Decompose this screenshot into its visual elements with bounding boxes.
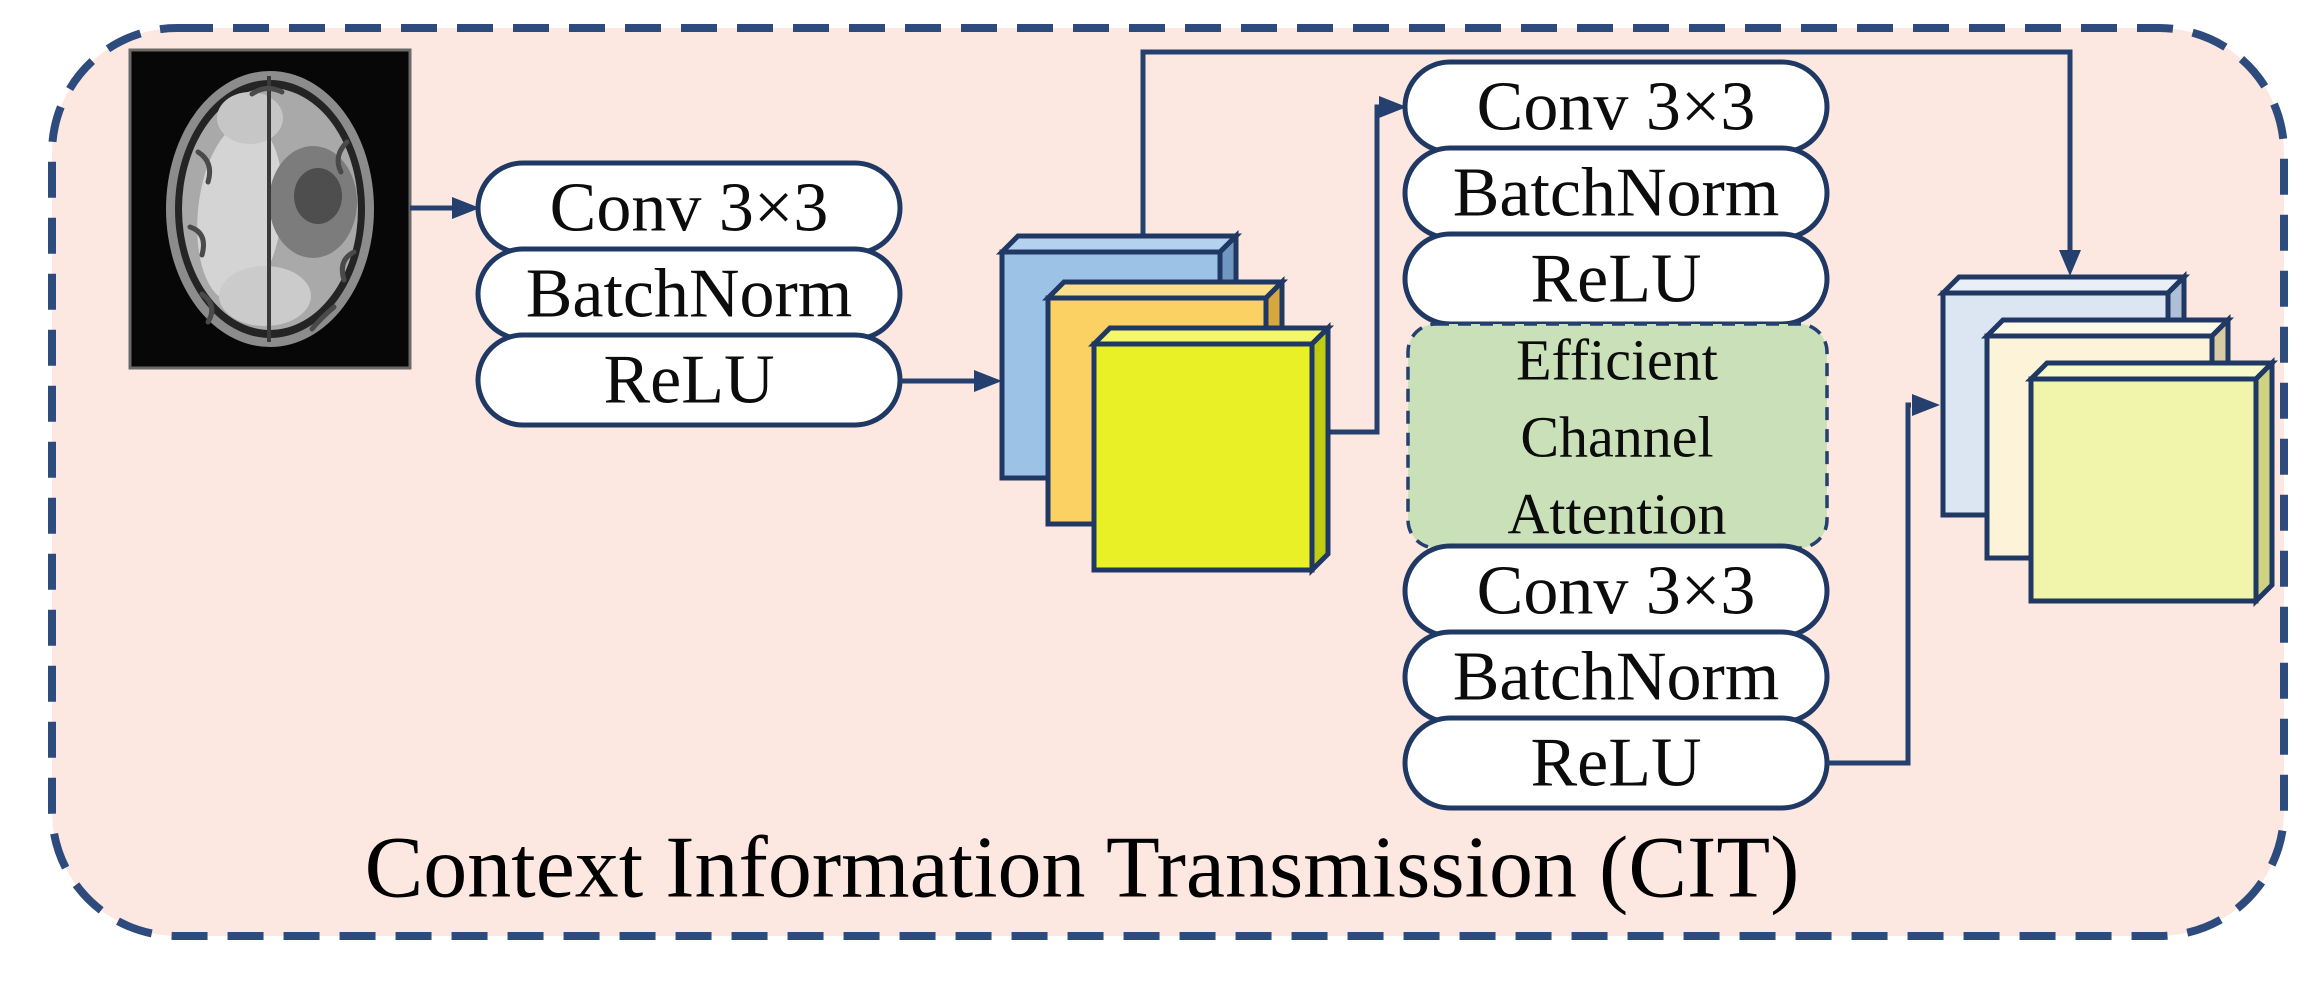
arrow-conv1-to-featuremap1 (900, 370, 1002, 392)
feature-map-stack-2 (1936, 270, 2279, 608)
featuremap1-to-conv2-connector (1312, 96, 1407, 435)
brain-lesion-core (294, 168, 342, 224)
pill-conv1-conv-label: Conv 3×3 (550, 170, 829, 247)
brain-white-matter-left (197, 122, 283, 302)
featuremap1-to-conv2-arrowhead (1379, 96, 1407, 118)
featuremap2-channel-yellow (2024, 356, 2279, 608)
skip-connection-arrowhead (2059, 250, 2081, 276)
conv2-to-output-connector (1827, 394, 1940, 766)
featuremap2-yellow-front-face (2028, 376, 2259, 604)
skip-connection (1140, 49, 2081, 276)
pill-conv2bottom-relu-label: ReLU (1530, 725, 1701, 802)
arrow-input-to-conv1-arrowhead (452, 197, 480, 219)
arrow-input-to-conv1 (410, 197, 480, 219)
conv-block-1: Conv 3×3 BatchNorm ReLU (475, 160, 903, 428)
brain-mri-image (128, 48, 412, 370)
brain-sulci (187, 86, 357, 332)
brain-white-matter-bottom (219, 266, 311, 326)
conv2-to-output-arrowhead (1912, 394, 1940, 416)
featuremap1-channel-yellow (1087, 321, 1335, 577)
conv-block-2-top: Conv 3×3 BatchNorm ReLU (1402, 59, 1830, 327)
pill-conv2bottom-batchnorm-label: BatchNorm (1453, 639, 1780, 716)
pill-conv2top-batchnorm-label: BatchNorm (1453, 155, 1780, 232)
conv-block-2-bottom: Conv 3×3 BatchNorm ReLU (1402, 543, 1830, 811)
brain-white-matter-top (217, 92, 283, 144)
feature-map-stack-1 (995, 229, 1335, 577)
eca-label-line3: Attention (1507, 482, 1726, 547)
featuremap1-yellow-front-face (1091, 341, 1315, 573)
pill-conv1-relu-label: ReLU (603, 342, 774, 419)
conv2-to-output-line (1827, 402, 1911, 766)
eca-block: Efficient Channel Attention (1406, 322, 1829, 550)
pill-conv2bottom-conv-label: Conv 3×3 (1477, 553, 1756, 630)
skip-connection-line (1140, 49, 2073, 250)
eca-label-line2: Channel (1520, 405, 1713, 470)
eca-label-line1: Efficient (1516, 328, 1718, 393)
featuremap1-to-conv2-line (1312, 104, 1380, 435)
module-caption: Context Information Transmission (CIT) (365, 820, 1800, 917)
arrow-conv1-to-featuremap1-arrowhead (974, 370, 1002, 392)
pill-conv2top-relu-label: ReLU (1530, 241, 1701, 318)
pill-conv1-batchnorm-label: BatchNorm (526, 256, 853, 333)
pill-conv2top-conv-label: Conv 3×3 (1477, 69, 1756, 146)
